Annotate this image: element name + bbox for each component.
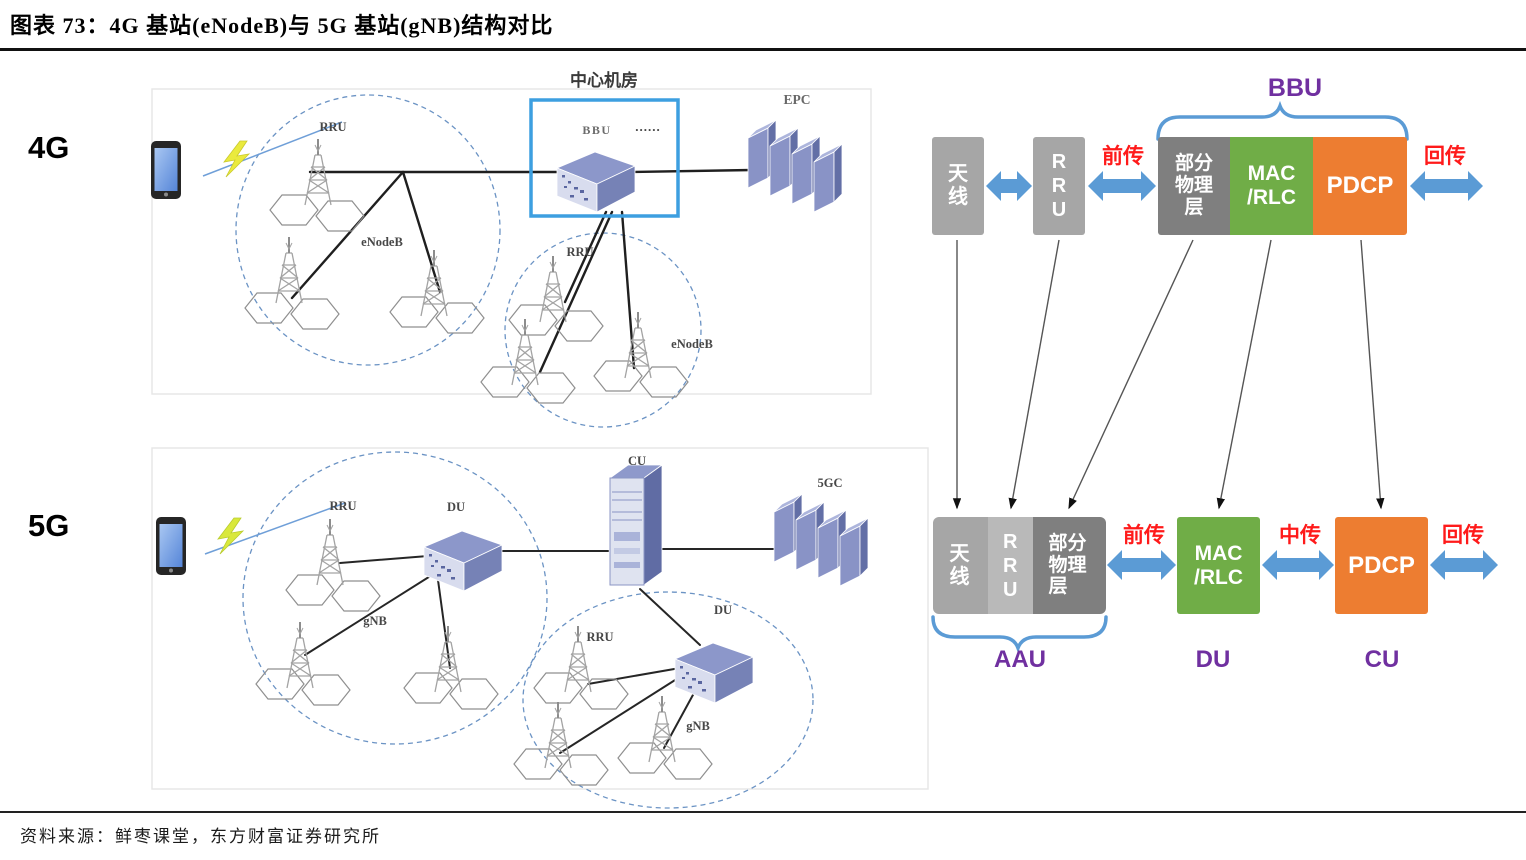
phy-block-label: 部分物理层: [1048, 532, 1087, 598]
panel-5g: CU 5GC RRU DU gNB RRU DU gNB: [151, 447, 929, 809]
radio-link-4g: [202, 121, 343, 177]
rru-label: RRU: [566, 245, 593, 259]
lightning-icon: [217, 517, 245, 555]
figure-title: 图表 73：4G 基站(eNodeB)与 5G 基站(gNB)结构对比: [10, 13, 554, 38]
aau-brace: [931, 615, 1108, 654]
cu-label: CU: [628, 454, 646, 468]
gnb-label: gNB: [363, 614, 387, 628]
mac-rlc-block-bottom: MAC /RLC: [1177, 517, 1260, 614]
pdcp-block-bottom: PDCP: [1335, 517, 1428, 614]
backhaul-arrow-icon: [1410, 171, 1483, 201]
midhaul-arrow-icon: [1262, 550, 1334, 580]
title-divider: [0, 48, 1526, 51]
mapping-arrows: [952, 239, 1385, 510]
antenna-block-label: 天线: [949, 542, 970, 588]
fronthaul-label-top: 前传: [1102, 145, 1144, 168]
interface-arrows: [986, 171, 1498, 580]
du-label: DU: [447, 500, 465, 514]
pdcp-block-label: PDCP: [1348, 551, 1415, 579]
coverage-circle-5g-2: [522, 591, 814, 809]
mac-rlc-block-top: MAC /RLC: [1230, 137, 1313, 235]
bbu-brace: [1156, 100, 1409, 141]
backhaul-label-top: 回传: [1424, 145, 1466, 168]
phy-block-top: 部分物理层: [1158, 137, 1230, 235]
antenna-block-bottom: 天线: [933, 517, 988, 614]
panel-5g-frame: [151, 447, 929, 790]
backhaul-arrow-icon: [1430, 550, 1498, 580]
midhaul-label: 中传: [1279, 524, 1321, 547]
row-label-5g: 5G: [28, 508, 70, 543]
bbu-brace-label: BBU: [1267, 74, 1323, 102]
source-note: 资料来源：鲜枣课堂，东方财富证券研究所: [20, 827, 381, 846]
coverage-circle-4g-1: [235, 94, 501, 366]
du-unit-label: DU: [1195, 646, 1231, 673]
row-label-4g: 4G: [28, 130, 70, 165]
panel-4g: 中心机房 BBU ...... EPC RRU eNodeB RRU eNode…: [151, 70, 872, 428]
antenna-block-top: 天线: [932, 137, 984, 235]
rru-label: RRU: [586, 630, 613, 644]
aau-combined-block: 天线 RRU 部分物理层: [933, 517, 1106, 614]
pdcp-block-label: PDCP: [1326, 172, 1394, 199]
rru-label: RRU: [329, 499, 356, 513]
enodeb-label: eNodeB: [361, 235, 403, 249]
fronthaul-arrow-icon: [1088, 171, 1156, 201]
fiber-lines-5g: [304, 548, 777, 754]
antenna-block-label: 天线: [948, 163, 968, 208]
enodeb-label: eNodeB: [671, 337, 713, 351]
cu-unit-label: CU: [1364, 646, 1400, 673]
rru-label: RRU: [319, 120, 346, 134]
lightning-icon: [223, 140, 251, 178]
rru-block-top: RRU: [1033, 137, 1085, 235]
bbu-label: BBU: [582, 123, 611, 137]
phy-block-label: 部分物理层: [1174, 153, 1213, 218]
du-label: DU: [714, 603, 732, 617]
fronthaul-arrow-icon: [1107, 550, 1176, 580]
aau-label: AAU: [994, 646, 1046, 673]
fronthaul-label-bottom: 前传: [1123, 524, 1165, 547]
mac-rlc-block-label: MAC /RLC: [1247, 162, 1296, 209]
rru-block-bottom: RRU: [988, 517, 1033, 614]
gnb-label: gNB: [686, 719, 710, 733]
rru-block-label: RRU: [1051, 151, 1067, 221]
footer-divider: [0, 811, 1526, 813]
pdcp-block-top: PDCP: [1313, 137, 1407, 235]
smartphone-icon: [156, 517, 186, 575]
ellipsis-label: ......: [635, 119, 661, 134]
smartphone-icon: [151, 141, 181, 199]
coverage-circle-5g-1: [242, 451, 548, 745]
backhaul-label-bottom: 回传: [1442, 524, 1484, 547]
central-room-label: 中心机房: [570, 70, 638, 90]
coverage-circle-4g-2: [504, 232, 702, 428]
phy-block-bottom: 部分物理层: [1033, 517, 1106, 614]
5gc-label: 5GC: [818, 476, 843, 490]
cu-rack-icon: [608, 464, 664, 586]
mac-rlc-block-label: MAC /RLC: [1194, 541, 1243, 589]
epc-label: EPC: [784, 92, 811, 107]
double-arrow-icon: [986, 171, 1032, 201]
central-room-frame: [529, 98, 680, 218]
rru-block-label: RRU: [1003, 530, 1018, 601]
